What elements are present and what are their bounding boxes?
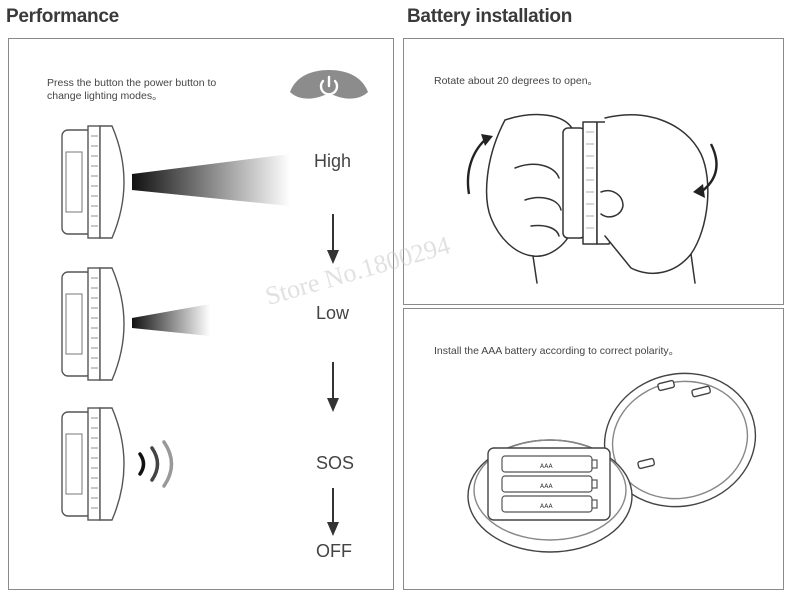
performance-heading: Performance bbox=[6, 6, 119, 27]
lamp-sos bbox=[61, 407, 174, 521]
mode-high-label: High bbox=[314, 151, 352, 171]
battery-compartment-illustration: AAA AAA AAA bbox=[467, 372, 757, 553]
power-icon bbox=[290, 70, 368, 99]
mode-sos-label: SOS bbox=[316, 453, 355, 473]
arrow-down-icon bbox=[327, 488, 339, 536]
lamp-high bbox=[61, 125, 290, 239]
hands-rotating-lamp-illustration bbox=[466, 113, 718, 284]
battery-polarity-instruction: Install the AAA battery according to cor… bbox=[434, 345, 680, 357]
battery-installation-heading: Battery installation bbox=[407, 6, 573, 27]
instruction-line-2: change lighting modes。 bbox=[47, 90, 163, 102]
battery-label-1: AAA bbox=[540, 463, 554, 470]
arrow-down-icon bbox=[327, 362, 339, 412]
arrow-down-icon bbox=[327, 214, 339, 264]
battery-label-3: AAA bbox=[540, 503, 554, 510]
mode-off-label: OFF bbox=[316, 541, 352, 561]
mode-low-label: Low bbox=[316, 303, 350, 323]
lamp-low bbox=[61, 267, 210, 381]
battery-label-2: AAA bbox=[540, 483, 554, 490]
rotate-instruction: Rotate about 20 degrees to open。 bbox=[434, 75, 599, 87]
instruction-line-1: Press the button the power button to bbox=[47, 77, 217, 89]
power-button-instruction: Press the button the power button to cha… bbox=[47, 77, 216, 103]
